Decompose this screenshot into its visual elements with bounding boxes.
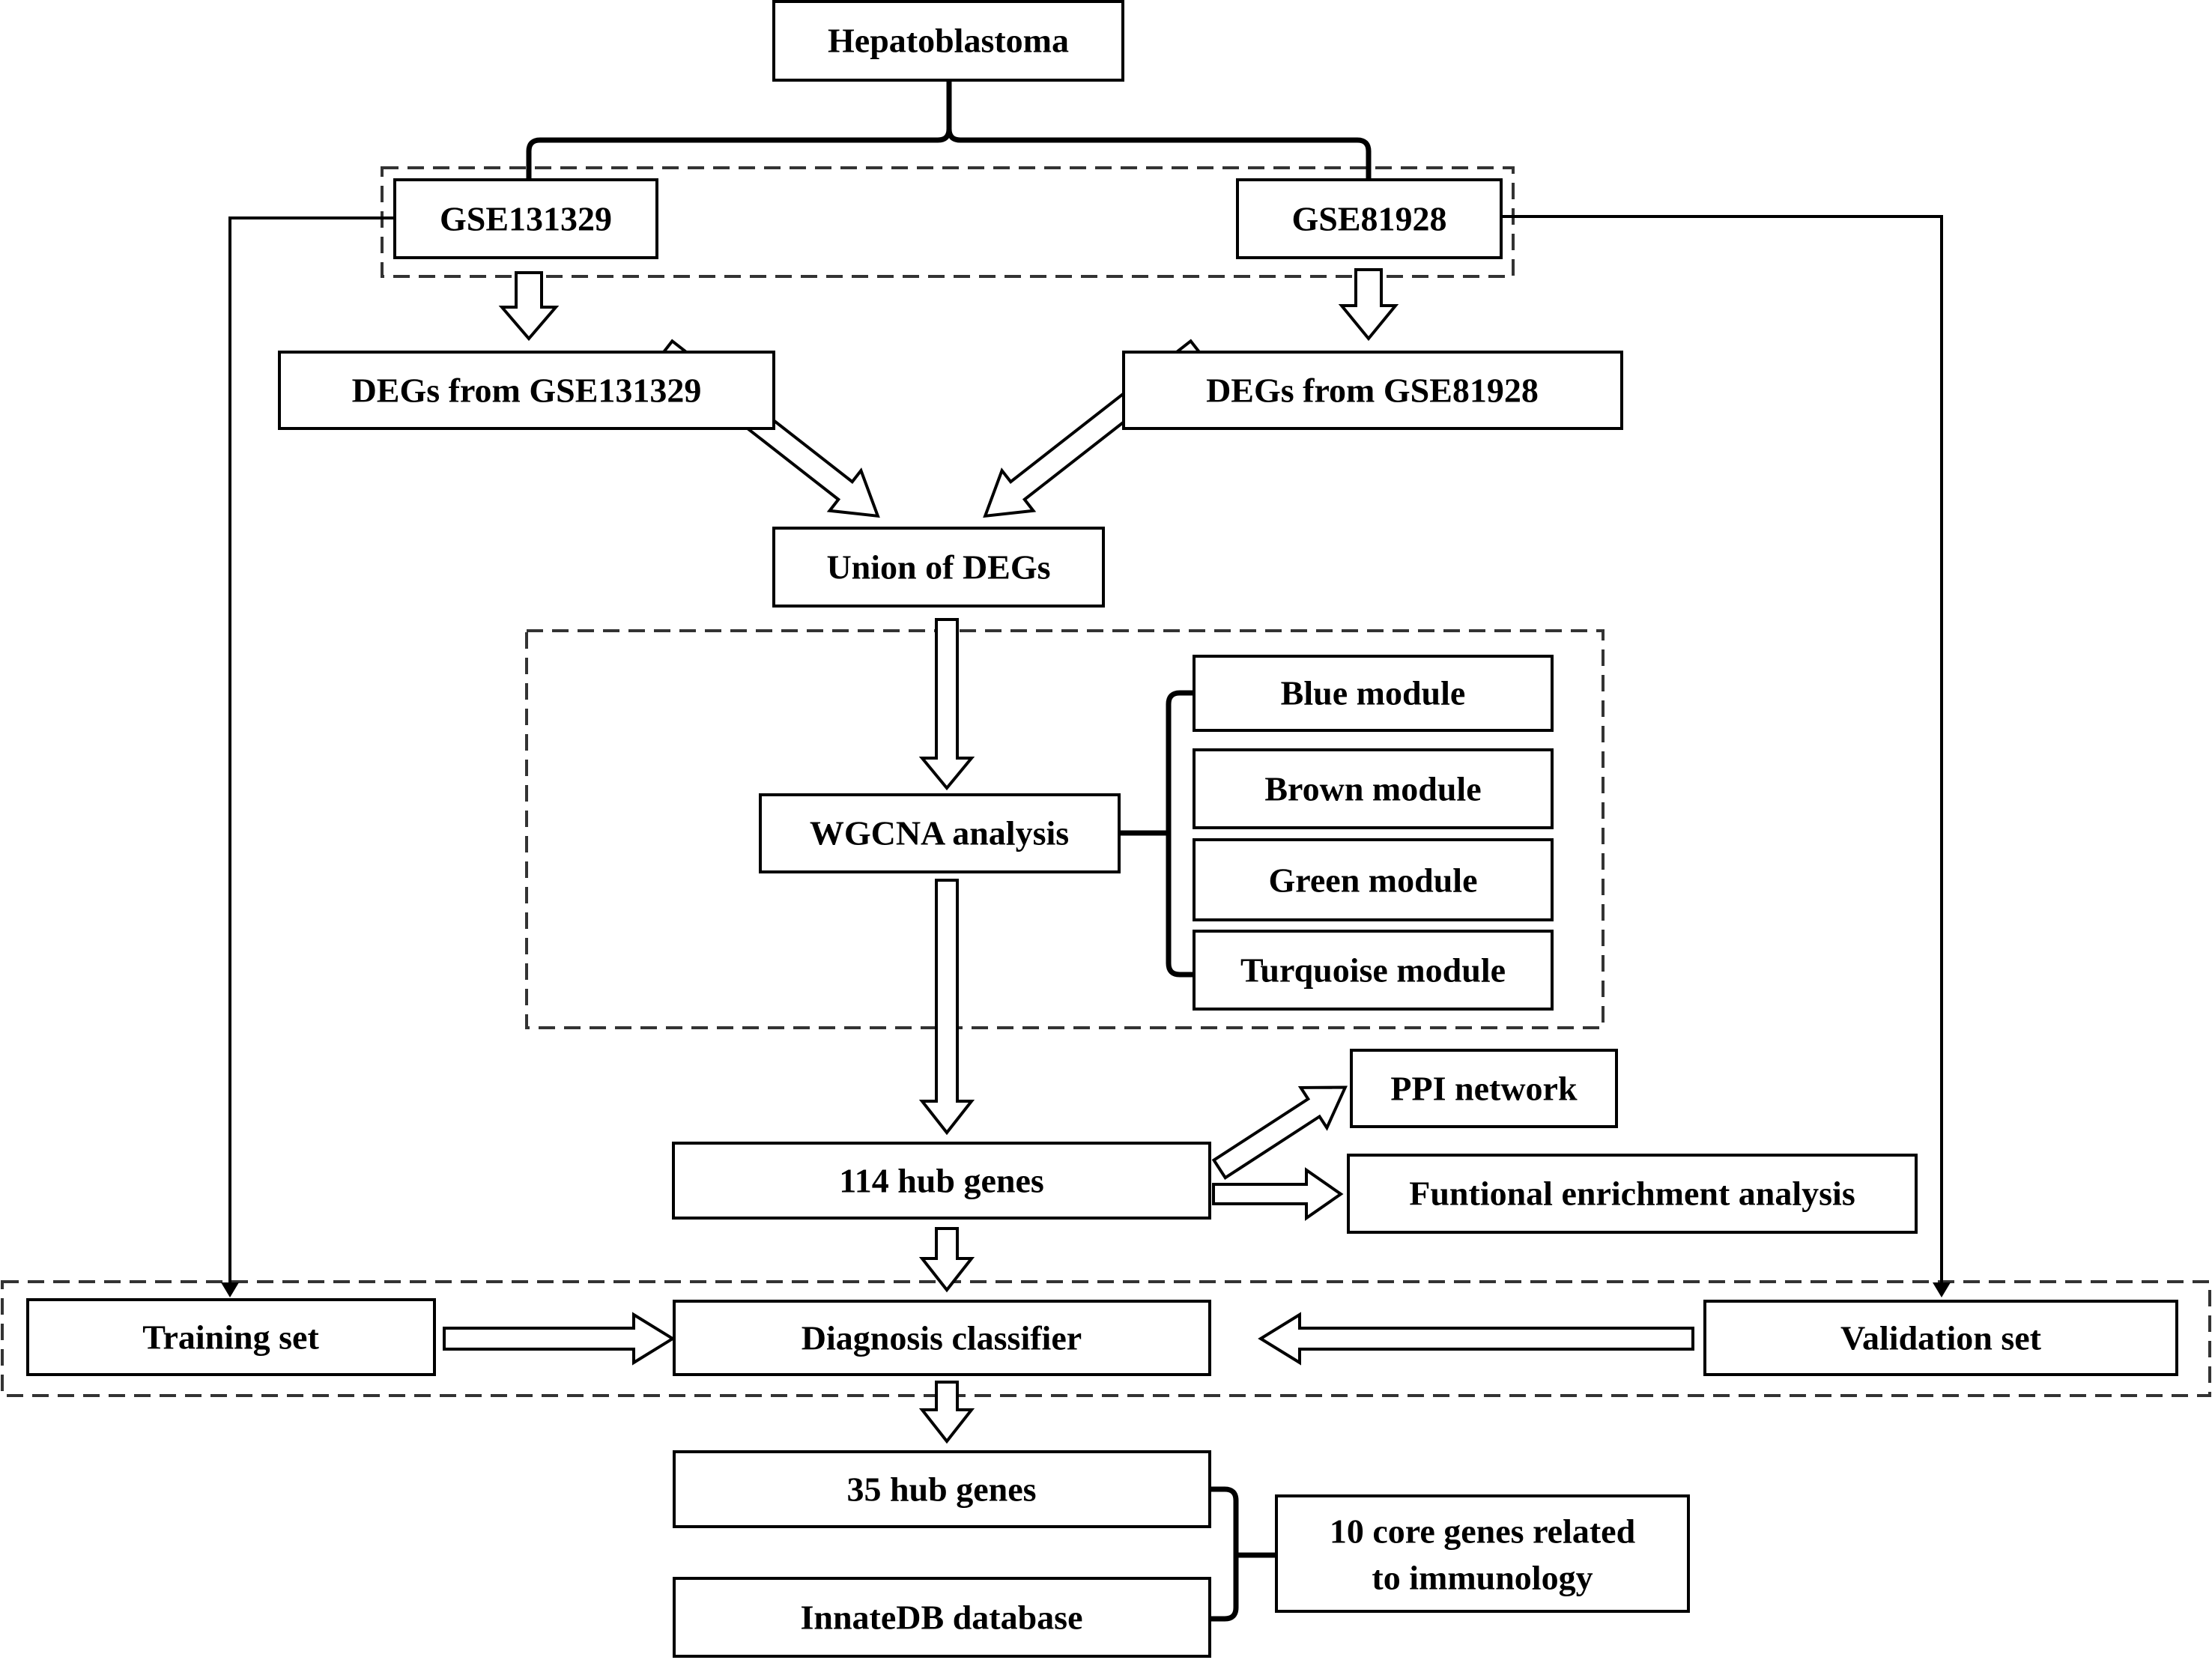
- down-arrow-gse131329-degs: [498, 271, 560, 342]
- turquoise-module-label: Turquoise module: [1240, 951, 1506, 990]
- validation-set-node: Validation set: [1703, 1300, 2178, 1376]
- training-set-arrowhead: [221, 1282, 239, 1297]
- training-set-label: Training set: [142, 1318, 319, 1357]
- arrow-training-classifier: [443, 1312, 676, 1366]
- hub-genes-35-label: 35 hub genes: [846, 1470, 1036, 1509]
- module-bracket: [1166, 690, 1197, 978]
- diagnosis-classifier-node: Diagnosis classifier: [673, 1300, 1211, 1376]
- arrow-hubgenes-ppi: [1211, 1085, 1348, 1180]
- hub-genes-114-node: 114 hub genes: [672, 1142, 1211, 1220]
- down-arrow-union-wgcna: [918, 618, 975, 791]
- green-module-label: Green module: [1269, 861, 1478, 900]
- hepatoblastoma-label: Hepatoblastoma: [828, 22, 1069, 60]
- core-genes-node: 10 core genes related to immunology: [1275, 1494, 1690, 1613]
- down-arrow-hubgenes-classifier: [918, 1227, 975, 1293]
- degs-gse131329-label: DEGs from GSE131329: [352, 372, 702, 410]
- hub-genes-114-label: 114 hub genes: [839, 1162, 1044, 1200]
- ppi-network-label: PPI network: [1390, 1070, 1578, 1108]
- gse131329-label: GSE131329: [440, 200, 612, 238]
- functional-enrichment-node: Funtional enrichment analysis: [1347, 1154, 1918, 1234]
- dashed-group-classifier: [1, 1280, 2211, 1397]
- degs-gse81928-node: DEGs from GSE81928: [1122, 351, 1623, 430]
- training-set-node: Training set: [26, 1298, 436, 1376]
- core-genes-label-line2: to immunology: [1372, 1559, 1593, 1597]
- dataset-split-bracket-right: [946, 126, 1372, 183]
- dashed-group-datasets: [381, 166, 1515, 278]
- brown-module-node: Brown module: [1193, 748, 1554, 829]
- validation-set-arrowhead: [1933, 1282, 1951, 1297]
- hub-genes-35-node: 35 hub genes: [673, 1450, 1211, 1528]
- degs-gse131329-node: DEGs from GSE131329: [278, 351, 775, 430]
- innatedb-node: InnateDB database: [673, 1577, 1211, 1658]
- wgcna-label: WGCNA analysis: [810, 814, 1069, 852]
- arrow-hubgenes-enrichment: [1212, 1167, 1344, 1221]
- ppi-network-node: PPI network: [1350, 1049, 1618, 1128]
- down-arrow-wgcna-hubgenes: [918, 879, 975, 1136]
- arrow-validation-classifier: [1258, 1312, 1694, 1366]
- degs-gse81928-label: DEGs from GSE81928: [1206, 372, 1539, 410]
- diagnosis-classifier-label: Diagnosis classifier: [802, 1319, 1082, 1357]
- training-set-connector: [228, 216, 395, 1287]
- core-genes-bracket: [1208, 1486, 1239, 1622]
- brown-module-label: Brown module: [1264, 770, 1481, 808]
- innatedb-label: InnateDB database: [800, 1599, 1082, 1637]
- blue-module-node: Blue module: [1193, 655, 1554, 732]
- turquoise-module-node: Turquoise module: [1193, 930, 1554, 1011]
- wgcna-node: WGCNA analysis: [759, 793, 1121, 873]
- validation-set-connector: [1501, 215, 1943, 1287]
- gse81928-node: GSE81928: [1236, 178, 1503, 259]
- gse131329-node: GSE131329: [393, 178, 658, 259]
- dataset-split-bracket: [526, 77, 952, 183]
- union-degs-node: Union of DEGs: [772, 527, 1105, 608]
- functional-enrichment-label: Funtional enrichment analysis: [1409, 1175, 1855, 1213]
- green-module-node: Green module: [1193, 838, 1554, 921]
- core-genes-label-line1: 10 core genes related: [1330, 1512, 1636, 1551]
- blue-module-label: Blue module: [1281, 674, 1466, 712]
- union-degs-label: Union of DEGs: [826, 548, 1050, 587]
- validation-set-label: Validation set: [1840, 1319, 2042, 1357]
- down-arrow-gse81928-degs: [1338, 268, 1399, 342]
- down-arrow-classifier-35hub: [918, 1381, 975, 1444]
- hepatoblastoma-node: Hepatoblastoma: [772, 0, 1124, 82]
- dashed-group-wgcna: [525, 629, 1605, 1029]
- gse81928-label: GSE81928: [1291, 200, 1446, 238]
